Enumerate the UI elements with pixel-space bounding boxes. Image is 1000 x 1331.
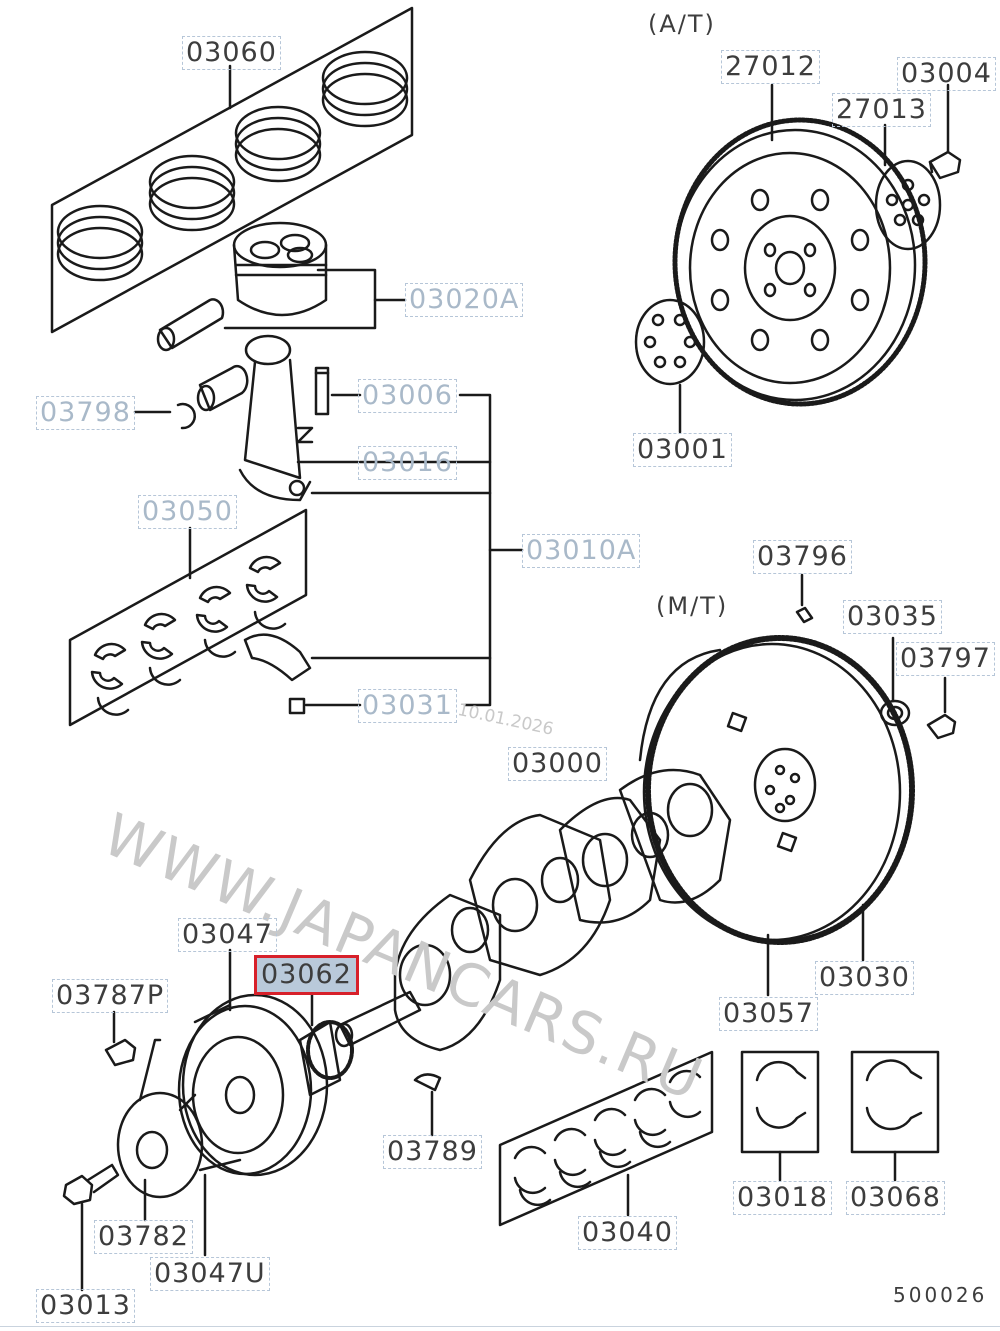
woodruff-key-drawing xyxy=(413,1073,442,1092)
thrust-bearing-box-2-drawing xyxy=(850,1050,940,1154)
pulley-washer-drawing xyxy=(116,1038,204,1199)
flywheel-drawing xyxy=(638,635,915,945)
part-label-03797[interactable]: 03797 xyxy=(896,642,995,676)
thrust-bearing-box-1-drawing xyxy=(740,1050,820,1154)
small-bolt-drawing xyxy=(104,1038,137,1067)
conrod-bearing-box-drawing xyxy=(68,508,308,727)
part-label-03060[interactable]: 03060 xyxy=(182,36,281,70)
drive-plate-bolt-drawing xyxy=(928,150,962,180)
diagram-code: 500026 xyxy=(893,1283,988,1307)
part-label-27013[interactable]: 27013 xyxy=(832,93,931,127)
rod-bolt-drawing xyxy=(296,366,330,444)
crankshaft-drawing xyxy=(334,768,732,1052)
part-label-03000[interactable]: 03000 xyxy=(508,747,607,781)
part-label-03004[interactable]: 03004 xyxy=(897,57,996,91)
piston-ring-set-drawing xyxy=(50,6,414,334)
part-label-03068[interactable]: 03068 xyxy=(846,1181,945,1215)
main-bearing-box-drawing xyxy=(498,1050,714,1227)
caption-mt: (M/T) xyxy=(656,592,729,620)
part-label-03062-selected[interactable]: 03062 xyxy=(254,955,359,995)
circlip-drawing xyxy=(176,402,196,430)
part-label-03001[interactable]: 03001 xyxy=(633,433,732,467)
flywheel-bolt-drawing xyxy=(926,713,957,740)
dowel-drawing xyxy=(795,606,814,624)
drive-plate-drawing xyxy=(672,117,928,407)
part-label-03047[interactable]: 03047 xyxy=(178,918,277,952)
part-label-03782[interactable]: 03782 xyxy=(94,1220,193,1254)
part-label-03035[interactable]: 03035 xyxy=(843,600,942,634)
rod-cap-drawing xyxy=(243,633,312,715)
piston-drawing xyxy=(232,221,328,317)
pilot-bearing-drawing xyxy=(879,699,911,727)
part-label-03031[interactable]: 03031 xyxy=(358,689,457,723)
part-label-03047U[interactable]: 03047U xyxy=(150,1257,270,1291)
part-label-03020A[interactable]: 03020A xyxy=(405,283,524,317)
spacer-plate-drawing xyxy=(634,298,706,386)
crank-sprocket-drawing xyxy=(298,1020,354,1097)
part-label-03018[interactable]: 03018 xyxy=(733,1181,832,1215)
piston-pin-drawing xyxy=(156,298,225,352)
part-label-03040[interactable]: 03040 xyxy=(578,1216,677,1250)
adapter-plate-drawing xyxy=(874,159,942,251)
part-label-27012[interactable]: 27012 xyxy=(721,50,820,84)
pulley-bolt-drawing xyxy=(62,1163,120,1206)
part-label-03798[interactable]: 03798 xyxy=(36,396,135,430)
part-label-03006[interactable]: 03006 xyxy=(358,379,457,413)
part-label-03016[interactable]: 03016 xyxy=(358,446,457,480)
crank-pulley-drawing xyxy=(177,993,329,1177)
part-label-03057[interactable]: 03057 xyxy=(719,997,818,1031)
part-label-03030[interactable]: 03030 xyxy=(815,961,914,995)
connecting-rod-drawing xyxy=(196,334,312,502)
part-label-03013[interactable]: 03013 xyxy=(36,1289,135,1323)
part-label-03789[interactable]: 03789 xyxy=(383,1135,482,1169)
bottom-divider xyxy=(0,1326,1000,1327)
part-label-03010A[interactable]: 03010A xyxy=(522,534,641,568)
part-label-03787P[interactable]: 03787P xyxy=(52,979,169,1013)
part-label-03050[interactable]: 03050 xyxy=(138,495,237,529)
part-label-03796[interactable]: 03796 xyxy=(753,540,852,574)
caption-at: (A/T) xyxy=(648,10,716,38)
